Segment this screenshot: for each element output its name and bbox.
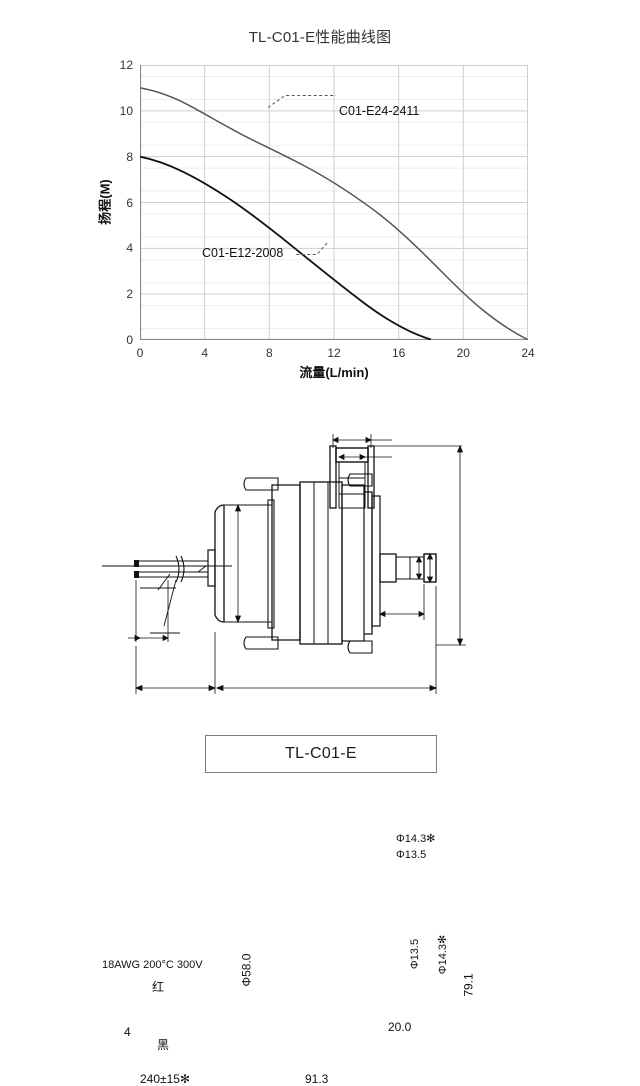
chart-plot-area: 0 2 4 6 8 10 12 0 4 8 12 16 20 24	[120, 58, 535, 360]
dim-outlet-length: 20.0	[388, 1020, 412, 1034]
dim-cable-gap: 4	[124, 1025, 131, 1039]
dimension-lines	[128, 434, 466, 694]
curve-c01-e12-2008	[140, 155, 432, 340]
dim-right-outer: Φ14.3✻	[437, 934, 450, 975]
y-tick-8: 8	[126, 149, 133, 164]
leader-line-e12	[295, 242, 328, 255]
wire-black-label: 黑	[157, 1038, 170, 1052]
x-tick-16: 16	[392, 346, 406, 360]
drawing-canvas	[102, 434, 466, 694]
y-tick-10: 10	[119, 103, 133, 118]
x-tick-8: 8	[265, 346, 273, 360]
major-gridlines-vertical	[204, 65, 528, 340]
x-tick-20: 20	[456, 346, 470, 360]
dim-body-diameter: Φ58.0	[239, 953, 254, 987]
x-tick-24: 24	[521, 346, 535, 360]
wire-red-label: 红	[152, 980, 165, 994]
y-axis-label: 扬程(M)	[97, 179, 113, 225]
top-inlet-barb	[329, 445, 375, 509]
x-tick-4: 4	[201, 346, 209, 360]
wire-spec-label: 18AWG 200°C 300V	[102, 959, 203, 971]
dim-top-inner: Φ13.5	[396, 849, 427, 861]
technical-drawing-section: Φ14.3✻ Φ13.5 Φ13.5 Φ14.3✻ 79.1 20.0 Φ58.…	[0, 400, 640, 1086]
y-tick-2: 2	[126, 287, 133, 302]
y-tick-6: 6	[126, 195, 133, 210]
chart-canvas	[140, 65, 528, 340]
dim-top-outer: Φ14.3✻	[396, 833, 436, 845]
curve-label-e24: C01-E24-2411	[339, 104, 420, 118]
performance-chart-section: TL-C01-E性能曲线图	[0, 0, 640, 400]
model-name-text: TL-C01-E	[285, 745, 357, 762]
y-tick-0: 0	[126, 333, 133, 347]
dim-overall-length: 91.3	[305, 1072, 329, 1086]
chart-title: TL-C01-E性能曲线图	[248, 29, 392, 46]
volute-mounting-tabs	[243, 473, 373, 654]
dim-cable-length: 240±15✻	[140, 1072, 191, 1086]
pump-head-body	[271, 481, 381, 645]
y-tick-12: 12	[119, 58, 133, 72]
dim-total-height: 79.1	[461, 973, 476, 997]
x-tick-12: 12	[327, 346, 341, 360]
x-tick-0: 0	[136, 346, 144, 360]
model-name-box: TL-C01-E	[205, 735, 437, 773]
leader-line-e24	[267, 95, 336, 108]
dim-right-inner: Φ13.5	[409, 938, 422, 970]
motor-housing	[207, 499, 275, 629]
x-axis-label: 流量(L/min)	[299, 365, 369, 380]
y-tick-4: 4	[126, 241, 133, 256]
annotation-leaders	[102, 565, 232, 634]
curve-c01-e24-2411	[140, 87, 528, 340]
curve-label-e12: C01-E12-2008	[202, 246, 284, 260]
power-cable	[134, 555, 208, 583]
